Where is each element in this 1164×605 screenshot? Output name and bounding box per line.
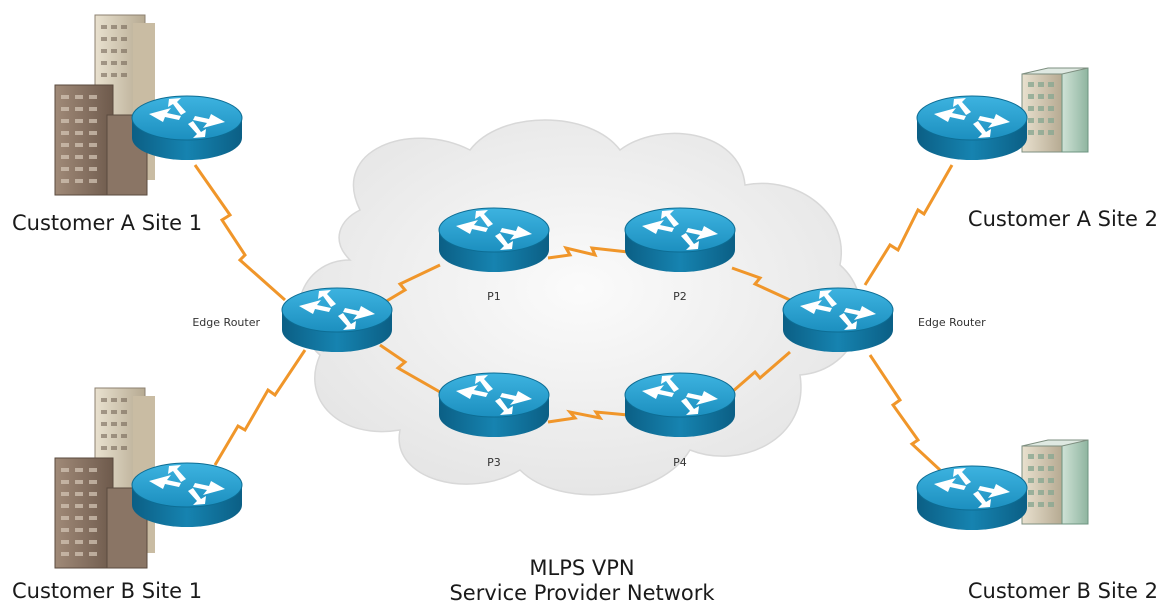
network-links — [193, 164, 954, 472]
link-edge-left-p1 — [379, 263, 441, 307]
p2-label: P2 — [673, 290, 687, 303]
p2-router-icon — [624, 207, 736, 273]
p3-label: P3 — [487, 456, 501, 469]
edge-router-left-label: Edge Router — [192, 316, 260, 329]
edge-router-right-icon — [782, 287, 894, 353]
p4-label: P4 — [673, 456, 687, 469]
router-icon — [131, 95, 243, 161]
p4-router-icon — [624, 372, 736, 438]
link-p1-p2 — [547, 245, 629, 260]
network-title-line1: MLPS VPN — [529, 556, 634, 580]
link-b1-edge-left — [213, 349, 307, 466]
router-icon — [916, 465, 1028, 531]
network-title-line2: Service Provider Network — [449, 581, 715, 605]
router-icon — [916, 95, 1028, 161]
router-icon — [131, 462, 243, 528]
customer-a-site-2-building — [1021, 67, 1089, 153]
link-p4-edge-right — [731, 350, 791, 394]
customer-a-site-2-label: Customer A Site 2 — [968, 207, 1158, 231]
customer-b-site-2-label: Customer B Site 2 — [968, 579, 1158, 603]
p1-router-icon — [438, 207, 550, 273]
customer-a-site-1-label: Customer A Site 1 — [12, 211, 202, 235]
p3-router-icon — [438, 372, 550, 438]
link-edge-right-b2 — [868, 354, 942, 472]
link-p3-p4 — [547, 409, 629, 424]
link-edge-left-p3 — [379, 343, 441, 394]
p1-label: P1 — [487, 290, 501, 303]
link-a1-edge-left — [193, 164, 286, 302]
customer-b-site-1-label: Customer B Site 1 — [12, 579, 202, 603]
customer-b-site-2-building — [1021, 439, 1089, 525]
edge-router-right-label: Edge Router — [918, 316, 986, 329]
edge-router-left-icon — [281, 287, 393, 353]
customer-a-site-1-buildings — [54, 14, 156, 196]
link-edge-right-a2 — [863, 164, 954, 286]
link-p2-edge-right — [731, 266, 791, 302]
